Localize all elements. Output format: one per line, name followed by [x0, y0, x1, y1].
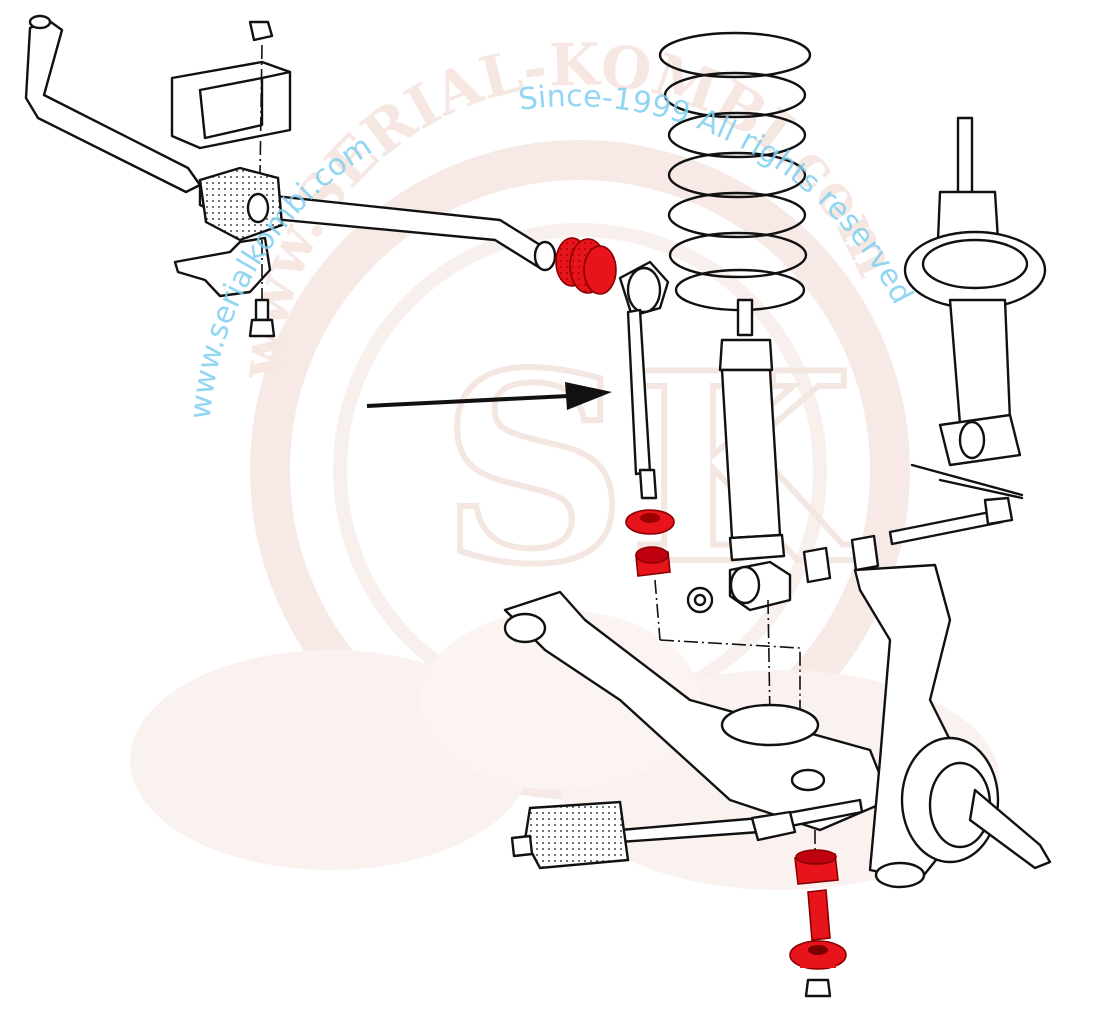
pointer-arrow [366, 382, 612, 410]
steering-knuckle [853, 563, 1052, 889]
anti-roll-bar-clamp [170, 20, 292, 338]
drop-link [618, 260, 670, 500]
lower-bushings-highlighted [789, 830, 847, 998]
anti-roll-bar [24, 14, 557, 272]
replacement-shock-absorber [888, 116, 1047, 546]
sway-bar-end-bushing-highlighted [555, 237, 617, 295]
tie-rod [510, 798, 864, 870]
lower-control-arm [503, 590, 892, 832]
shock-absorber [686, 298, 880, 721]
